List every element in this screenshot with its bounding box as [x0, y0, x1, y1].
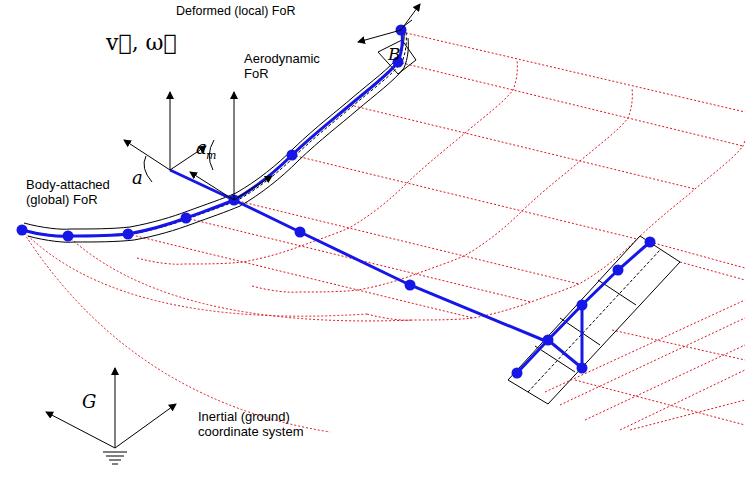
frame-symbol: G: [82, 392, 96, 413]
velocity-label: v⃗, ω⃗: [106, 30, 177, 55]
frame-label: Body-attached (global) FoR: [26, 178, 131, 208]
frame-label: Inertial (ground) coordinate system: [198, 410, 323, 440]
wake-lattice: [22, 32, 745, 432]
beam-nodes: [17, 25, 656, 379]
frame-symbol: B: [388, 45, 401, 65]
angle-symbol: a: [132, 168, 143, 189]
angle-subscript: m: [206, 150, 216, 163]
angle-symbol: a: [196, 138, 207, 159]
tail-outline: [508, 236, 680, 404]
beam-model: [22, 32, 650, 373]
frame-label: Aerodynamic FoR: [244, 52, 344, 82]
wing-outline: [24, 20, 416, 242]
frame-axes: [46, 4, 420, 464]
frame-label: Deformed (local) FoR: [176, 4, 295, 18]
